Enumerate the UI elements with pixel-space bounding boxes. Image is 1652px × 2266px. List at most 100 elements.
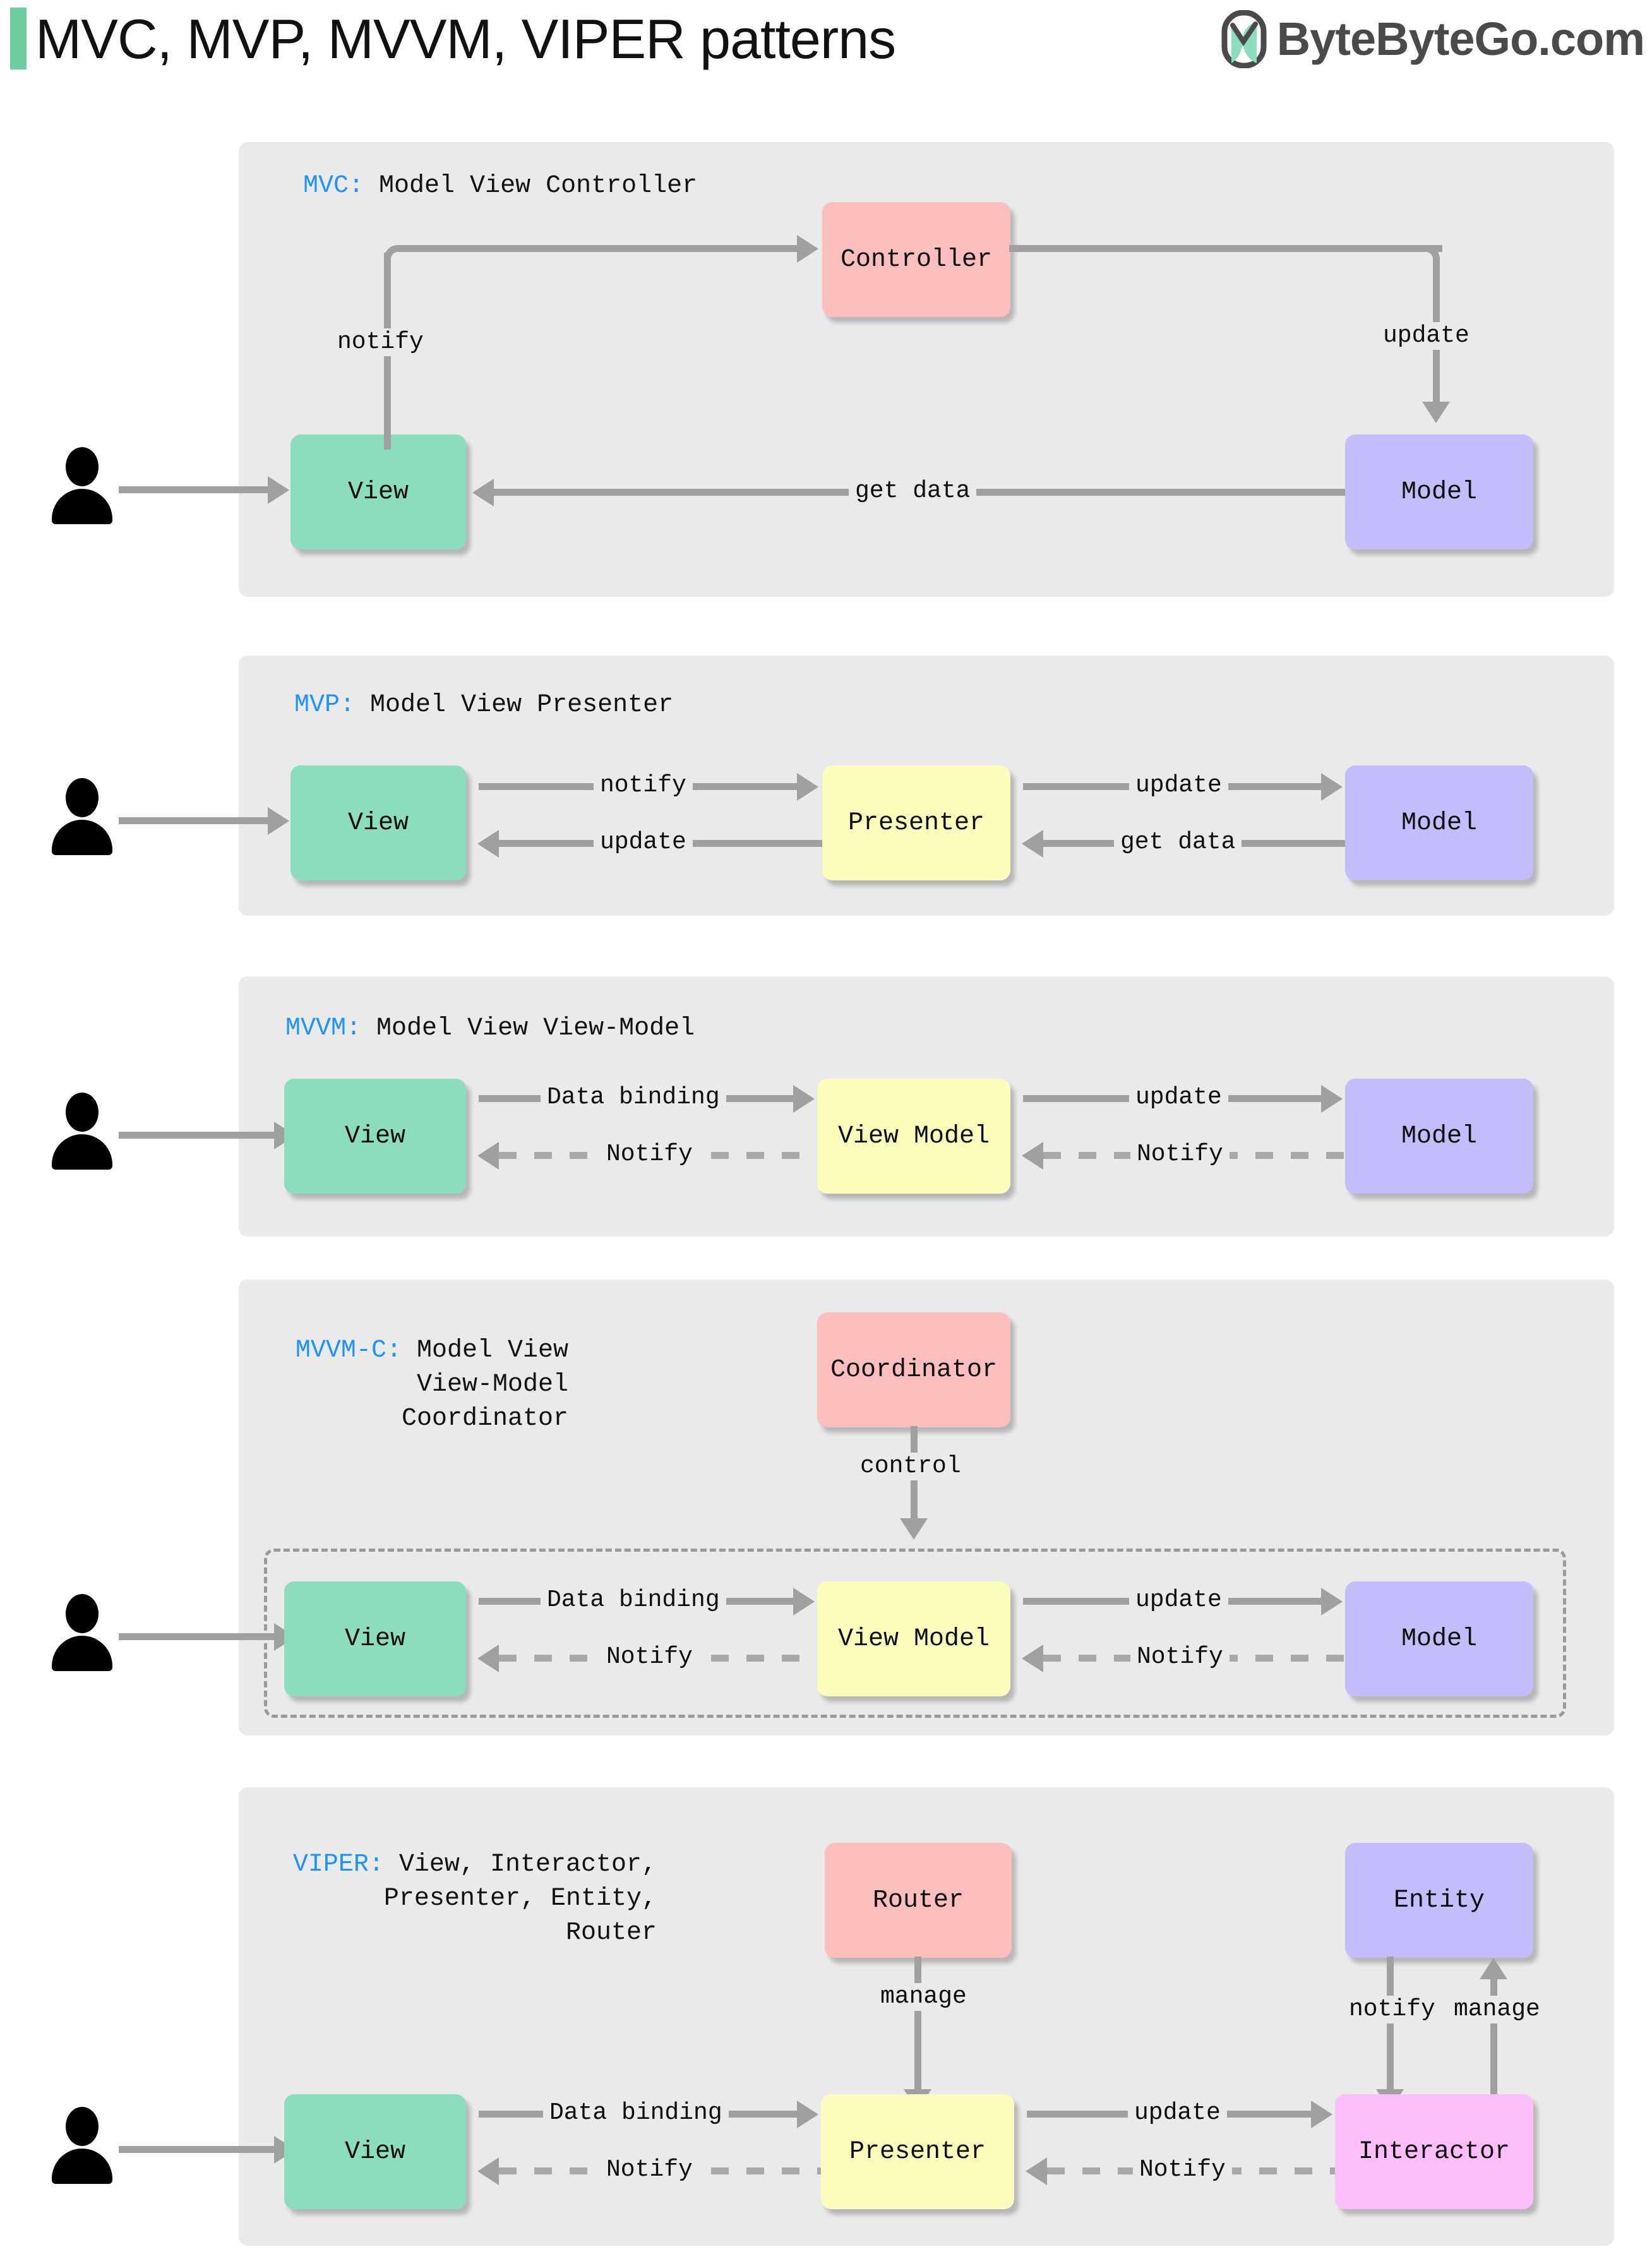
arrowhead-notify-left-mvvm <box>477 1142 499 1170</box>
arrowhead-user-view-mvp <box>268 807 289 835</box>
node-model-mvvmc[interactable]: Model <box>1345 1581 1533 1696</box>
arrowhead-update-viper <box>1311 2101 1332 2128</box>
arrowhead-update-back-mvp <box>477 830 499 858</box>
edge-manage-router-line-viper <box>914 1957 921 2090</box>
section-subtitle-mvvmc-3: Coordinator <box>401 1405 568 1433</box>
edge-update-horizontal-mvc <box>1009 245 1442 252</box>
edge-label-control-mvvmc: control <box>854 1453 967 1480</box>
arrowhead-update-mvvmc <box>1321 1588 1343 1616</box>
edge-notify-entity-line-viper <box>1387 1957 1394 2090</box>
edge-label-notify-right-mvvmc: Notify <box>1130 1643 1230 1671</box>
arrowhead-getdata-mvp <box>1022 830 1043 858</box>
edge-notify-horizontal-mvc <box>404 245 801 252</box>
avatar-body-icon <box>52 820 112 855</box>
brand-logo: ByteByteGo.com <box>1221 9 1645 69</box>
node-view-viper[interactable]: View <box>284 2094 466 2209</box>
node-model-mvp[interactable]: Model <box>1345 765 1533 880</box>
section-title-mvc: MVC: Model View Controller <box>303 169 697 203</box>
node-view-mvp[interactable]: View <box>290 765 466 880</box>
section-subtitle-mvvmc-1: Model View <box>416 1336 568 1365</box>
edge-user-to-view-mvc <box>119 486 269 493</box>
avatar-head-icon <box>66 778 99 817</box>
avatar-body-icon <box>52 1636 112 1671</box>
edge-label-notify-left-viper: Notify <box>600 2156 699 2184</box>
section-key-mvc: MVC: <box>303 172 380 200</box>
edge-label-notify-entity-viper: notify <box>1343 1996 1442 2023</box>
section-subtitle-mvvmc-2: View-Model <box>416 1370 568 1399</box>
page-header: MVC, MVP, MVVM, VIPER patterns ByteByteG… <box>0 0 1652 95</box>
arrowhead-notify-right-mvvmc <box>1022 1645 1043 1672</box>
edge-label-notify-mvp: notify <box>594 772 693 800</box>
node-viewmodel-mvvmc[interactable]: View Model <box>817 1581 1010 1696</box>
edge-label-update-mvvm: update <box>1129 1084 1228 1112</box>
edge-label-databinding-mvvm: Data binding <box>541 1084 726 1112</box>
arrowhead-notify-mvp <box>797 773 818 801</box>
edge-label-update-mvc: update <box>1377 322 1476 350</box>
arrowhead-notify-left-mvvmc <box>477 1645 499 1672</box>
arrowhead-manage-entity-viper <box>1480 1958 1507 1979</box>
node-controller-mvc[interactable]: Controller <box>822 202 1010 317</box>
section-subtitle-viper-3: Router <box>565 1919 657 1947</box>
edge-label-getdata-mvc: get data <box>849 477 977 505</box>
section-subtitle-mvvm: Model View View-Model <box>376 1014 695 1043</box>
node-presenter-viper[interactable]: Presenter <box>821 2094 1014 2209</box>
edge-label-databinding-mvvmc: Data binding <box>541 1586 726 1614</box>
avatar-body-icon <box>52 2149 112 2184</box>
node-entity-viper[interactable]: Entity <box>1345 1843 1533 1958</box>
arrowhead-databinding-mvvm <box>793 1085 815 1113</box>
arrowhead-user-view-mvc <box>268 476 289 504</box>
node-router-viper[interactable]: Router <box>825 1843 1012 1958</box>
avatar-head-icon <box>66 2107 99 2146</box>
section-title-viper: VIPER: View, Interactor,Presenter, Entit… <box>278 1848 657 1950</box>
arrowhead-notify-left-viper <box>477 2157 499 2185</box>
edge-label-manage-entity-viper: manage <box>1447 1996 1547 2023</box>
section-title-mvvm: MVVM: Model View View-Model <box>285 1012 695 1046</box>
user-avatar-mvc <box>52 447 112 524</box>
node-interactor-viper[interactable]: Interactor <box>1335 2094 1533 2209</box>
arrowhead-databinding-viper <box>797 2101 818 2128</box>
edge-label-update-back-mvp: update <box>594 829 693 856</box>
arrowhead-databinding-mvvmc <box>793 1588 815 1616</box>
avatar-head-icon <box>66 1093 99 1132</box>
avatar-body-icon <box>52 489 112 524</box>
user-avatar-mvvmc <box>52 1594 112 1671</box>
edge-user-to-view-mvvm <box>119 1132 275 1139</box>
edge-label-manage-router-viper: manage <box>874 1983 973 2011</box>
edge-user-to-view-viper <box>119 2146 275 2153</box>
arrowhead-update-mvc <box>1422 402 1450 423</box>
edge-notify-elbow-mvc <box>384 245 409 270</box>
page-title: MVC, MVP, MVVM, VIPER patterns <box>35 8 896 70</box>
section-key-mvvmc: MVVM-C: <box>295 1336 417 1365</box>
avatar-body-icon <box>52 1134 112 1170</box>
brand-name: ByteByteGo.com <box>1276 13 1645 65</box>
user-avatar-mvvm <box>52 1093 112 1170</box>
edge-label-notify-mvc: notify <box>331 328 430 356</box>
edge-user-to-view-mvvmc <box>119 1633 275 1640</box>
node-presenter-mvp[interactable]: Presenter <box>822 765 1010 880</box>
edge-label-notify-left-mvvm: Notify <box>600 1141 699 1168</box>
edge-label-notify-right-mvvm: Notify <box>1130 1141 1230 1168</box>
user-avatar-viper <box>52 2107 112 2184</box>
arrowhead-update-mvp <box>1321 773 1343 801</box>
edge-label-databinding-viper: Data binding <box>543 2099 729 2127</box>
section-subtitle-viper-1: View, Interactor, <box>398 1850 657 1879</box>
section-key-mvp: MVP: <box>294 691 371 719</box>
user-avatar-mvp <box>52 778 112 855</box>
arrowhead-update-mvvm <box>1321 1085 1343 1113</box>
edge-label-getdata-mvp: get data <box>1114 829 1242 856</box>
avatar-head-icon <box>66 447 99 486</box>
edge-label-notify-right-viper: Notify <box>1133 2156 1232 2184</box>
bytebytego-logo-icon <box>1221 9 1267 69</box>
node-model-mvvm[interactable]: Model <box>1345 1079 1533 1194</box>
node-model-mvc[interactable]: Model <box>1345 435 1533 549</box>
node-view-mvvmc[interactable]: View <box>284 1581 466 1696</box>
node-view-mvc[interactable]: View <box>290 435 466 549</box>
section-key-mvvm: MVVM: <box>285 1014 377 1043</box>
node-coordinator-mvvmc[interactable]: Coordinator <box>817 1312 1010 1427</box>
section-key-viper: VIPER: <box>292 1850 399 1879</box>
node-view-mvvm[interactable]: View <box>284 1079 466 1194</box>
node-viewmodel-mvvm[interactable]: View Model <box>817 1079 1010 1194</box>
arrowhead-getdata-mvc <box>472 479 494 507</box>
